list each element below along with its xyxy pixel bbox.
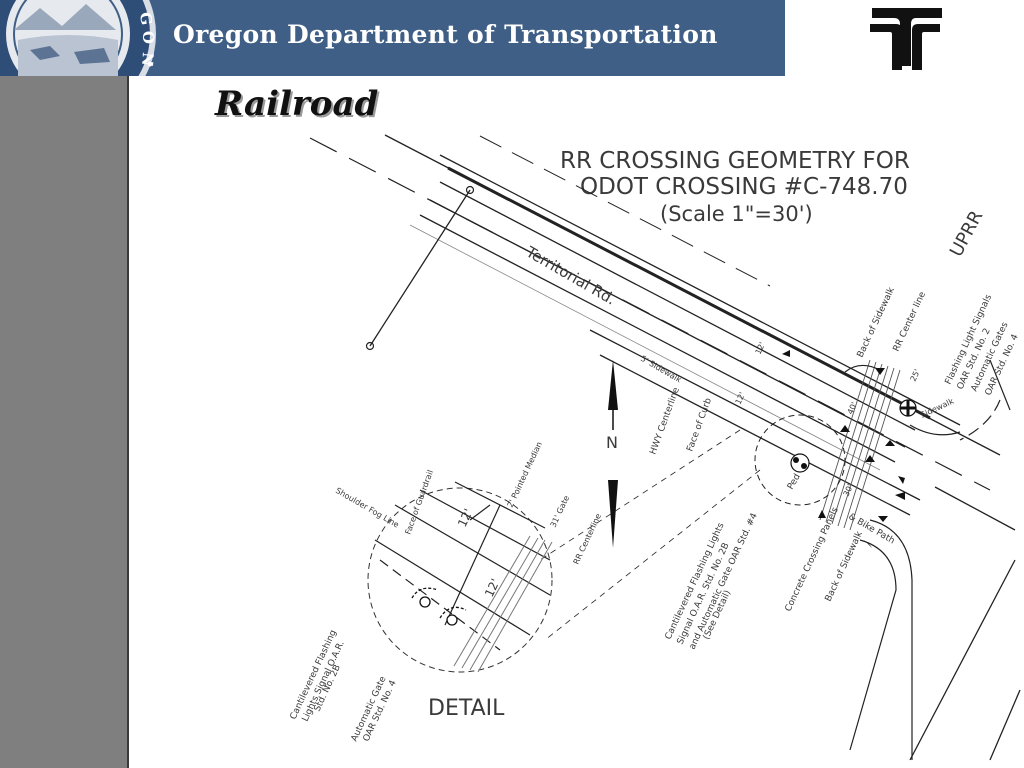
label-hwy-centerline: HWY Centerline bbox=[648, 386, 682, 456]
north-arrow: N bbox=[606, 360, 618, 548]
label-rr-centerline-detail: RR Centerline bbox=[572, 512, 603, 566]
sidebar-panel bbox=[0, 76, 129, 768]
rr-crossing-drawing: RR CROSSING GEOMETRY FOR ODOT CROSSING #… bbox=[289, 134, 1021, 761]
odot-logo-icon bbox=[870, 8, 942, 70]
label-dim-25: 25' bbox=[909, 368, 922, 383]
label-ped: Ped bbox=[786, 472, 803, 491]
label-sidewalk: Sidewalk bbox=[919, 396, 955, 419]
detail-label: DETAIL bbox=[428, 696, 505, 721]
label-shoulder-fog-line: Shoulder Fog Line bbox=[334, 486, 401, 530]
label-dim-40: 40' bbox=[846, 401, 859, 416]
slide-title: Railroad bbox=[215, 84, 379, 124]
north-label: N bbox=[606, 433, 618, 452]
label-rr-center-line: RR Center line bbox=[892, 290, 929, 353]
odot-logo bbox=[866, 4, 946, 72]
oregon-seal: G O N bbox=[0, 0, 158, 76]
label-sidewalk-5: 5' Sidewalk bbox=[639, 354, 683, 385]
label-back-of-sidewalk-bottom: Back of Sidewalk bbox=[824, 529, 866, 603]
org-title: Oregon Department of Transportation bbox=[173, 20, 718, 49]
label-dim-12a: 12' bbox=[754, 341, 767, 356]
seal-text-3: N bbox=[138, 52, 157, 67]
seal-text-1: G bbox=[136, 11, 156, 26]
oregon-seal-graphic: G O N bbox=[0, 0, 157, 76]
drawing-scale: (Scale 1"=30') bbox=[660, 202, 813, 226]
railroad-name: UPRR bbox=[946, 207, 988, 260]
label-dim-12b: 12' bbox=[734, 391, 747, 406]
drawing-title-2: ODOT CROSSING #C-748.70 bbox=[580, 174, 908, 200]
seal-text-2: O bbox=[139, 31, 157, 45]
detail-dim-12d: 12' bbox=[482, 577, 503, 600]
drawing-title-1: RR CROSSING GEOMETRY FOR bbox=[560, 148, 910, 174]
label-gate-31: 31' Gate bbox=[549, 494, 572, 529]
label-pointed-median: 2' Pointed Median bbox=[506, 440, 544, 508]
label-face-of-curb: Face of Curb bbox=[685, 397, 714, 453]
detail-inset: 12' 12' 2' Pointed Median 31' Gate RR Ce… bbox=[289, 440, 603, 743]
